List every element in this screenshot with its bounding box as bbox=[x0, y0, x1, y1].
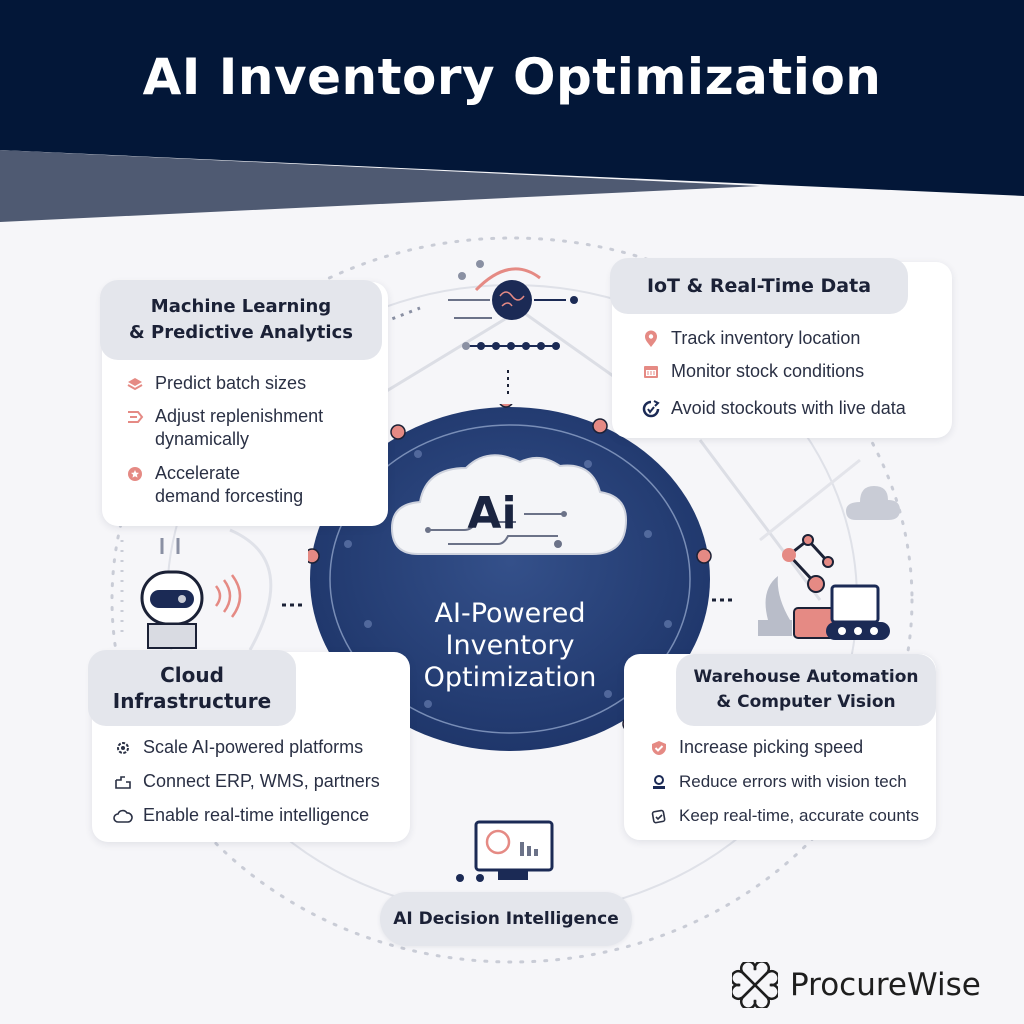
cloud-item-2: Connect ERP, WMS, partners bbox=[112, 770, 380, 793]
cloud-item-3: Enable real-time intelligence bbox=[112, 804, 369, 827]
cloud-card-title: Cloud Infrastructure bbox=[88, 650, 296, 726]
location-pin-icon bbox=[640, 328, 662, 350]
replenish-icon bbox=[124, 406, 146, 428]
cloud-icon bbox=[112, 805, 134, 827]
connect-icon bbox=[112, 771, 134, 793]
brain-icon bbox=[448, 260, 578, 350]
gear-scale-icon bbox=[112, 737, 134, 759]
warehouse-card-title: Warehouse Automation & Computer Vision bbox=[676, 654, 936, 726]
header-banner: AI Inventory Optimization bbox=[0, 0, 1024, 230]
live-sync-icon bbox=[640, 398, 662, 420]
header-background bbox=[0, 0, 1024, 230]
central-hub bbox=[308, 404, 712, 751]
decision-monitor-icon bbox=[456, 820, 554, 882]
decision-intelligence-label: AI Decision Intelligence bbox=[380, 892, 632, 946]
ai-badge: Ai bbox=[467, 488, 517, 539]
iot-item-2: Monitor stock conditions bbox=[640, 360, 864, 383]
warehouse-item-1: Increase picking speed bbox=[648, 736, 863, 759]
star-badge-icon bbox=[124, 463, 146, 485]
ml-card-title: Machine Learning & Predictive Analytics bbox=[100, 280, 382, 360]
iot-card-title: IoT & Real-Time Data bbox=[610, 258, 908, 314]
cloud-item-1: Scale AI-powered platforms bbox=[112, 736, 363, 759]
brand-logo: ProcureWise bbox=[732, 962, 981, 1008]
brand-name: ProcureWise bbox=[790, 967, 981, 1003]
layers-icon bbox=[124, 373, 146, 395]
hub-title: AI-Powered Inventory Optimization bbox=[423, 598, 597, 693]
count-box-icon bbox=[648, 805, 670, 827]
iot-item-1: Track inventory location bbox=[640, 327, 860, 350]
ml-item-1: Predict batch sizes bbox=[124, 372, 306, 395]
warehouse-item-2: Reduce errors with vision tech bbox=[648, 770, 907, 793]
vision-scan-icon bbox=[648, 771, 670, 793]
monitor-gauge-icon bbox=[640, 361, 662, 383]
check-shield-icon bbox=[648, 737, 670, 759]
warehouse-robot-icon bbox=[758, 486, 900, 640]
warehouse-item-3: Keep real-time, accurate counts bbox=[648, 804, 919, 827]
iot-item-3: Avoid stockouts with live data bbox=[640, 397, 906, 420]
page-title: AI Inventory Optimization bbox=[142, 48, 882, 106]
robot-icon bbox=[140, 538, 242, 649]
ai-cloud-icon bbox=[390, 454, 628, 555]
procurewise-knot-icon bbox=[732, 962, 778, 1008]
